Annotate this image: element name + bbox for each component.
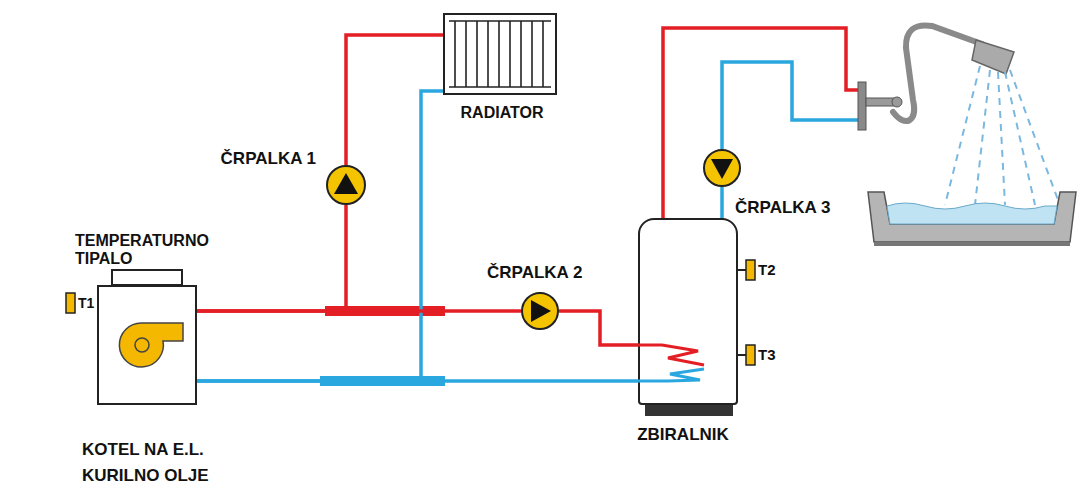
bathtub-base [874,242,1070,246]
sensor-symbol [746,260,755,280]
pump-label: ČRPALKA 1 [221,149,316,169]
tank-label: ZBIRALNIK [618,425,748,445]
boiler-top [112,270,182,285]
radiator: RADIATOR [443,13,557,95]
hot-water-pipe [663,28,858,218]
sensor-symbol [66,293,75,313]
sensor-lead [738,269,746,271]
pump: ČRPALKA 1 [326,165,366,205]
pipe [197,205,346,311]
sensor-symbol [746,345,755,365]
cold-water-pipe [722,62,858,149]
storage-tank: ZBIRALNIK [638,218,738,405]
sensor-caption: TEMPERATURNO TIPALO [75,232,235,268]
pipe [197,379,638,383]
sensor-tag: T1 [78,294,94,312]
bathtub [868,192,1076,242]
pump: ČRPALKA 2 [521,292,559,330]
pump-symbol [326,165,366,205]
pipe [346,35,443,165]
pipe [197,309,521,313]
oil-boiler: KOTEL NA E.L. KURILNO OLJE [97,285,197,405]
pump-label: ČRPALKA 2 [487,263,582,283]
radiator-fins [443,13,557,95]
pipe [559,311,638,345]
wall-plate [858,82,866,130]
heating-coil [638,218,738,405]
pump-label: ČRPALKA 3 [735,198,830,218]
pump: ČRPALKA 3 [703,149,741,187]
pump-symbol [703,149,741,187]
pipe [720,187,724,220]
burner-fan [97,285,197,405]
pipe [197,91,443,381]
sensor-tag: T3 [758,346,776,364]
mixer [866,98,894,106]
boiler-label: KOTEL NA E.L. KURILNO OLJE [82,437,222,489]
mixer-knob [892,97,902,107]
water-spray [945,66,1058,205]
sensor-lead [738,354,746,356]
tank-base [645,405,733,416]
radiator-label: RADIATOR [445,103,559,123]
pump-symbol [521,292,559,330]
sensor-tag: T2 [758,261,776,279]
bath-water [887,203,1057,224]
shower-hose [893,25,982,121]
